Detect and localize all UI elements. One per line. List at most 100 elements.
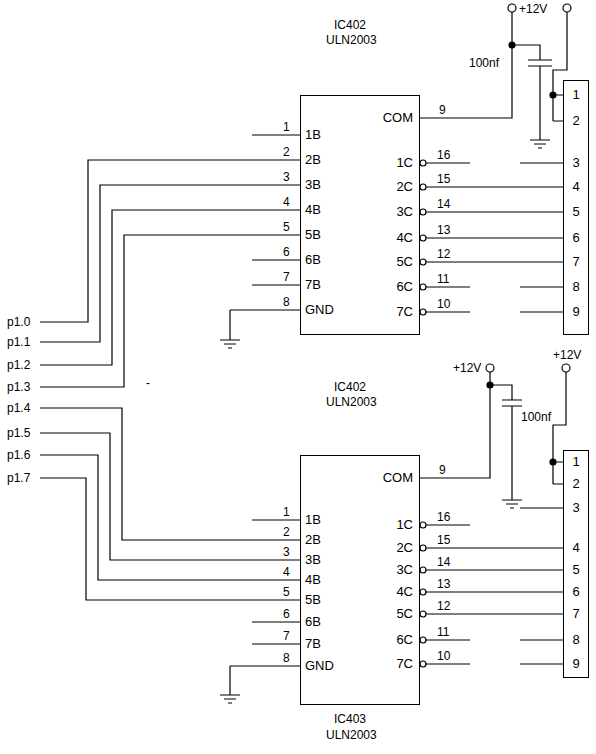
pin-number: 4 [564,179,588,195]
signal-name: p1.5 [6,426,31,440]
signal-name: p1.0 [6,315,31,329]
output-wire [426,238,563,239]
signal-name: p1.4 [6,401,31,415]
pin-number: 7 [564,254,588,270]
output-wire [426,212,563,213]
pin-number: 8 [564,279,588,295]
signal-name: p1.6 [6,448,31,462]
output-wire [426,548,563,549]
pin-name: 3B [305,552,321,568]
pin-number: 2 [282,525,291,539]
pin-number: 13 [436,223,451,237]
pin-name: 4B [305,572,321,588]
ic-label: IC402 [333,380,367,394]
pin-number: 15 [436,172,451,186]
output-wire [426,592,563,593]
pin-number: 3 [282,545,291,559]
pin-name: 1B [305,127,321,143]
signal-name: p1.3 [6,380,31,394]
supply-label: +12V [452,361,482,375]
pin-name: 6C [396,632,413,648]
pin-number: 5 [282,220,291,234]
pin-name: 2C [396,179,413,195]
pin-name: 5B [305,227,321,243]
pin-name: 2B [305,532,321,548]
pin-name: GND [305,302,334,318]
ic-body: COM1B2B3B4B5B6B7BGND1C2C3C4C5C6C7C [300,455,420,705]
pin-name: 2C [396,540,413,556]
signal-name: p1.2 [6,358,31,372]
pin-number: 11 [436,625,450,639]
pin-number: 8 [564,632,588,648]
pin-number: 9 [438,103,447,117]
pin-number: 2 [564,476,588,492]
ic-body: COM1B2B3B4B5B6B7BGND1C2C3C4C5C6C7C [300,95,420,335]
output-wire [426,570,563,571]
pin-name: 6B [305,614,321,630]
pin-number: 6 [282,607,291,621]
ic1-wiring [40,4,571,387]
signal-name: p1.1 [6,335,31,349]
pin-number: 5 [564,562,588,578]
pin-name: 5C [396,254,413,270]
pin-number: 10 [436,649,451,663]
ic-label: IC403 [333,712,367,726]
ic-label: ULN2003 [325,33,378,47]
pin-number: 11 [436,272,450,286]
pin-number: 16 [436,148,451,162]
pin-name: GND [305,658,334,674]
pin-name: 7C [396,304,413,320]
pin-number: 7 [282,629,291,643]
output-wire [426,614,563,615]
ic-label: ULN2003 [325,395,378,409]
pin-name: 3B [305,177,321,193]
pin-number: 10 [436,297,451,311]
pin-number: 4 [282,195,291,209]
pin-name: 1C [396,517,413,533]
pin-name: 7B [305,277,321,293]
pin-number: 2 [282,145,291,159]
pin-number: 1 [282,505,291,519]
pin-number: 15 [436,533,451,547]
supply-label: +12V [552,348,582,362]
pin-number: 7 [282,270,291,284]
pin-number: 2 [564,113,588,129]
ic-label: IC402 [333,18,367,32]
supply-label: +12V [518,2,548,16]
pin-number: 1 [282,120,291,134]
output-wire [426,262,563,263]
pin-name: 3C [396,204,413,220]
pin-number: 9 [438,463,447,477]
pin-number: 6 [564,230,588,246]
pin-name: 4B [305,202,321,218]
pin-number: 12 [436,247,451,261]
pin-number: 4 [564,540,588,556]
pin-number: 3 [564,500,588,516]
pin-number: 6 [282,245,291,259]
pin-name: 7C [396,656,413,672]
pin-number: 12 [436,599,451,613]
pin-number: 6 [564,584,588,600]
pin-name: 2B [305,152,321,168]
capacitor-value: 100nf [520,410,552,424]
pin-number: 3 [564,155,588,171]
pin-name: COM [383,470,413,486]
pin-name: 1C [396,155,413,171]
pin-number: 1 [564,454,588,470]
output-wire [426,187,563,188]
pin-number: 5 [564,204,588,220]
pin-name: 4C [396,230,413,246]
pin-number: 16 [436,510,451,524]
pin-number: 8 [282,295,291,309]
pin-number: 9 [564,656,588,672]
pin-name: 3C [396,562,413,578]
capacitor-value: 100nf [468,56,500,70]
pin-name: 1B [305,512,321,528]
pin-number: 3 [282,170,291,184]
pin-name: 6C [396,279,413,295]
pin-number: 9 [564,304,588,320]
pin-name: 6B [305,252,321,268]
pin-number: 13 [436,577,451,591]
